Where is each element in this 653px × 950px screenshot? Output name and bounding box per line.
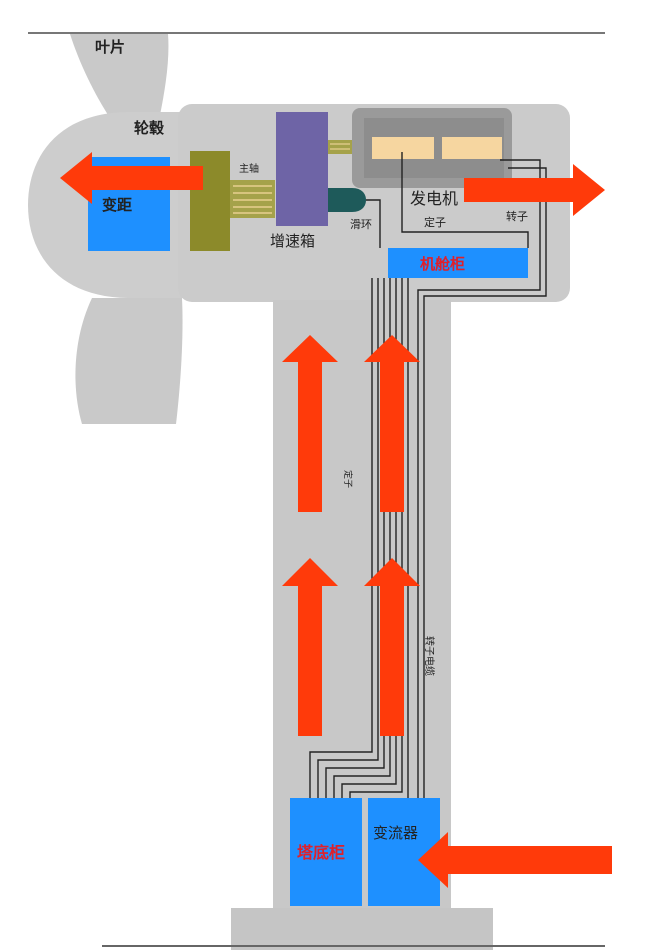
arrow-right-generator xyxy=(464,164,605,216)
stator-winding-left xyxy=(372,137,434,159)
lower-blade xyxy=(75,298,183,424)
upper-blade xyxy=(70,34,169,118)
label-stator-cable: 定子 xyxy=(342,470,354,488)
label-tower-base-cabinet: 塔底柜 xyxy=(297,843,345,862)
nacelle-cabinet xyxy=(388,248,528,278)
label-hub: 轮毂 xyxy=(134,119,164,137)
label-pitch: 变距 xyxy=(102,196,132,214)
label-stator: 定子 xyxy=(424,215,446,229)
label-converter: 变流器 xyxy=(373,824,418,842)
label-nacelle-cabinet: 机舱柜 xyxy=(420,255,465,273)
tower-base-cabinet xyxy=(290,798,362,906)
arrow-up-1 xyxy=(282,335,338,512)
label-slip-ring: 滑环 xyxy=(350,218,372,231)
arrow-up-2 xyxy=(364,335,420,512)
label-gearbox: 增速箱 xyxy=(270,232,315,250)
gearbox xyxy=(276,112,328,226)
stator-winding-right xyxy=(442,137,502,159)
label-rotor-cable: 转子电缆 xyxy=(423,636,436,676)
label-generator: 发电机 xyxy=(410,189,458,208)
arrows xyxy=(60,152,612,888)
slip-ring xyxy=(328,188,366,212)
label-main-shaft: 主轴 xyxy=(239,162,259,175)
arrow-up-3 xyxy=(282,558,338,736)
arrow-left-converter xyxy=(418,832,612,888)
arrow-left-hub xyxy=(60,152,203,204)
high-speed-shaft xyxy=(328,140,352,154)
cables xyxy=(309,152,547,800)
foundation-upper xyxy=(231,908,493,950)
main-shaft-hatch xyxy=(233,185,272,214)
arrow-up-4 xyxy=(364,558,420,736)
label-rotor: 转子 xyxy=(506,209,528,223)
label-blade: 叶片 xyxy=(95,38,125,56)
